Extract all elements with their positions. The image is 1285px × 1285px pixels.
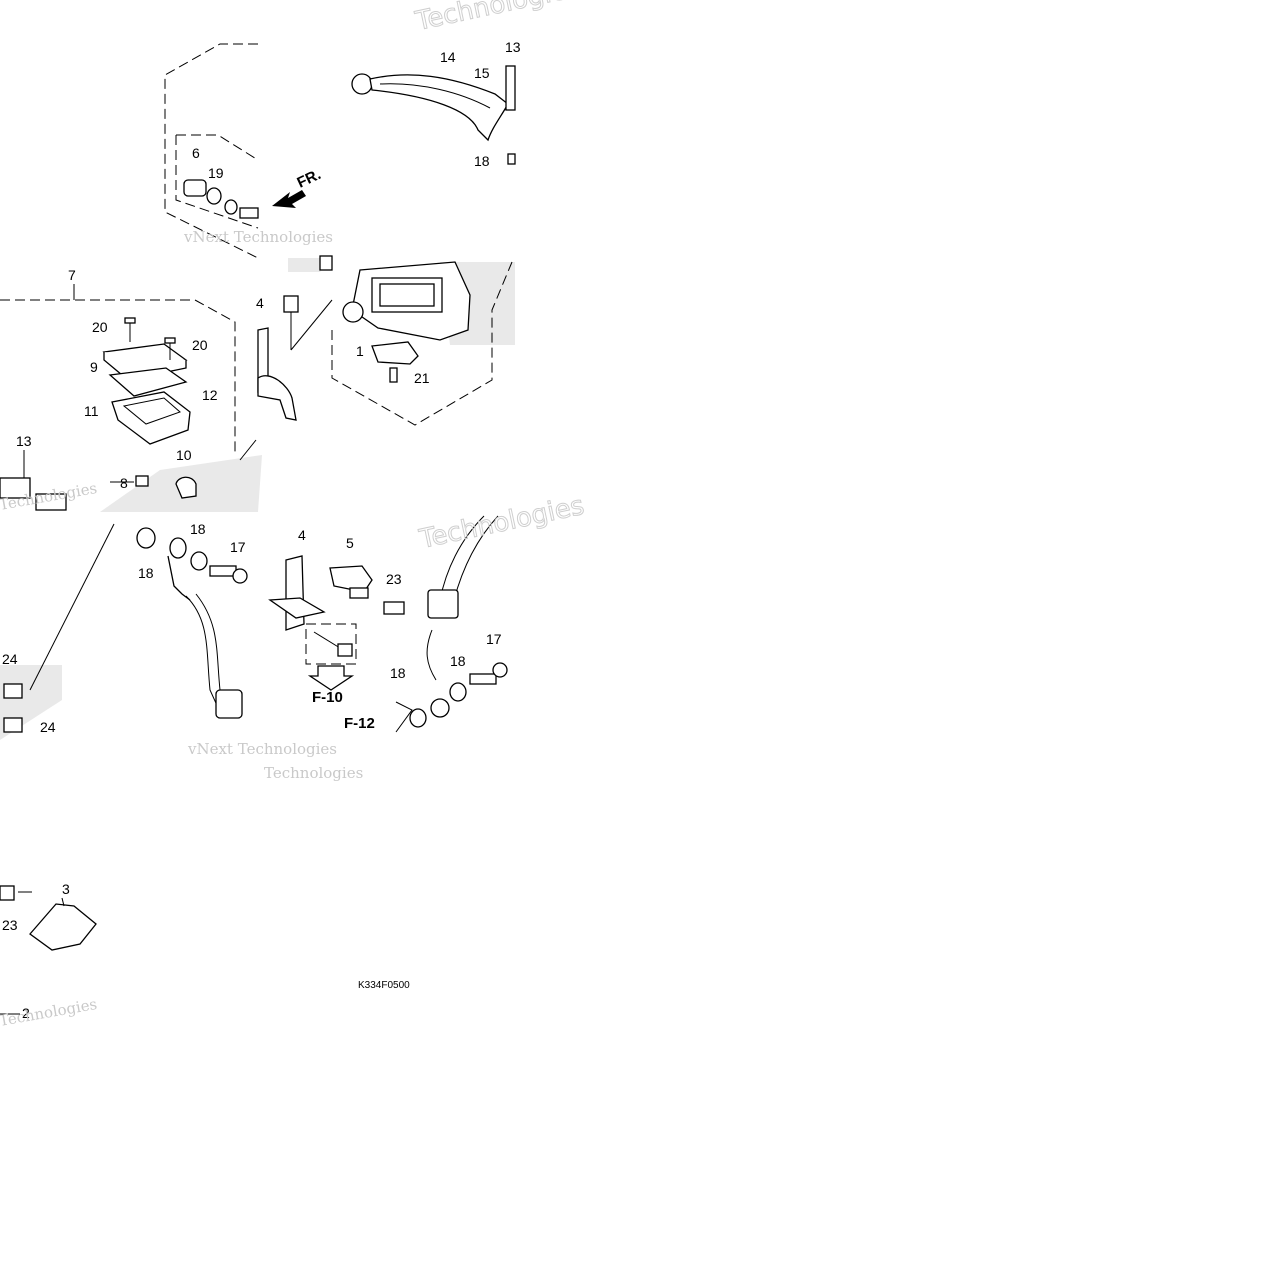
callout-18-a: 18 [190,521,206,537]
callout-21: 21 [414,370,430,386]
callout-11: 11 [84,403,99,419]
callout-20-right: 20 [192,337,208,353]
callout-1: 1 [356,343,364,359]
callout-7: 7 [68,267,76,283]
callout-10: 10 [176,447,192,463]
callout-4-mid: 4 [298,527,306,543]
reference-f10: F-10 [312,689,343,706]
callout-22: 18 [474,153,490,169]
callout-16: 15 [474,65,490,81]
callout-8: 8 [120,475,128,491]
tile-master-cylinder [257,255,513,426]
watermark-4: Technologies [416,491,587,555]
tile-stay [0,885,97,1015]
callout-20-left: 20 [92,319,108,335]
callout-labels: 14 13 15 18 6 19 7 4 1 21 20 20 9 12 11 … [2,39,521,1021]
callout-19: 19 [208,165,224,181]
callout-17-a: 17 [230,539,246,555]
watermarks: vNext Technologies vNext Technologies Te… [0,0,587,1030]
watermark-2: vNext Technologies [187,740,337,758]
callout-2: 2 [22,1005,30,1021]
tile-lever [164,43,516,259]
tile-hose [3,523,248,733]
watermark-1: vNext Technologies [183,228,333,246]
callout-9: 9 [90,359,98,375]
watermark-3: Technologies [412,0,583,37]
tile-reservoir [0,284,257,511]
direction-arrow [272,190,306,208]
callout-23-mid: 23 [386,571,402,587]
callout-4-top: 4 [256,295,264,311]
callout-24-top: 24 [2,651,18,667]
callout-24-bottom: 24 [40,719,56,735]
watermark-5: Technologies [0,995,98,1030]
callout-18-d: 18 [390,665,406,681]
tile-bracket [268,555,405,691]
callout-13: 13 [16,433,32,449]
callout-3: 3 [62,881,70,897]
callout-15: 14 [440,49,456,65]
callout-12: 12 [202,387,218,403]
callout-14: 13 [505,39,521,55]
callout-17-b: 17 [486,631,502,647]
watermark-7: Technologies [264,764,363,782]
callout-23-bottom: 23 [2,917,18,933]
callout-18-c: 18 [450,653,466,669]
callout-6: 6 [192,145,200,161]
tile-lower-hose [395,515,508,733]
callout-18-b: 18 [138,565,154,581]
drawing-code: K334F0500 [358,980,410,991]
brake-lever [351,73,509,142]
callout-5: 5 [346,535,354,551]
direction-label: FR. [295,166,324,192]
reference-f12: F-12 [344,715,375,732]
